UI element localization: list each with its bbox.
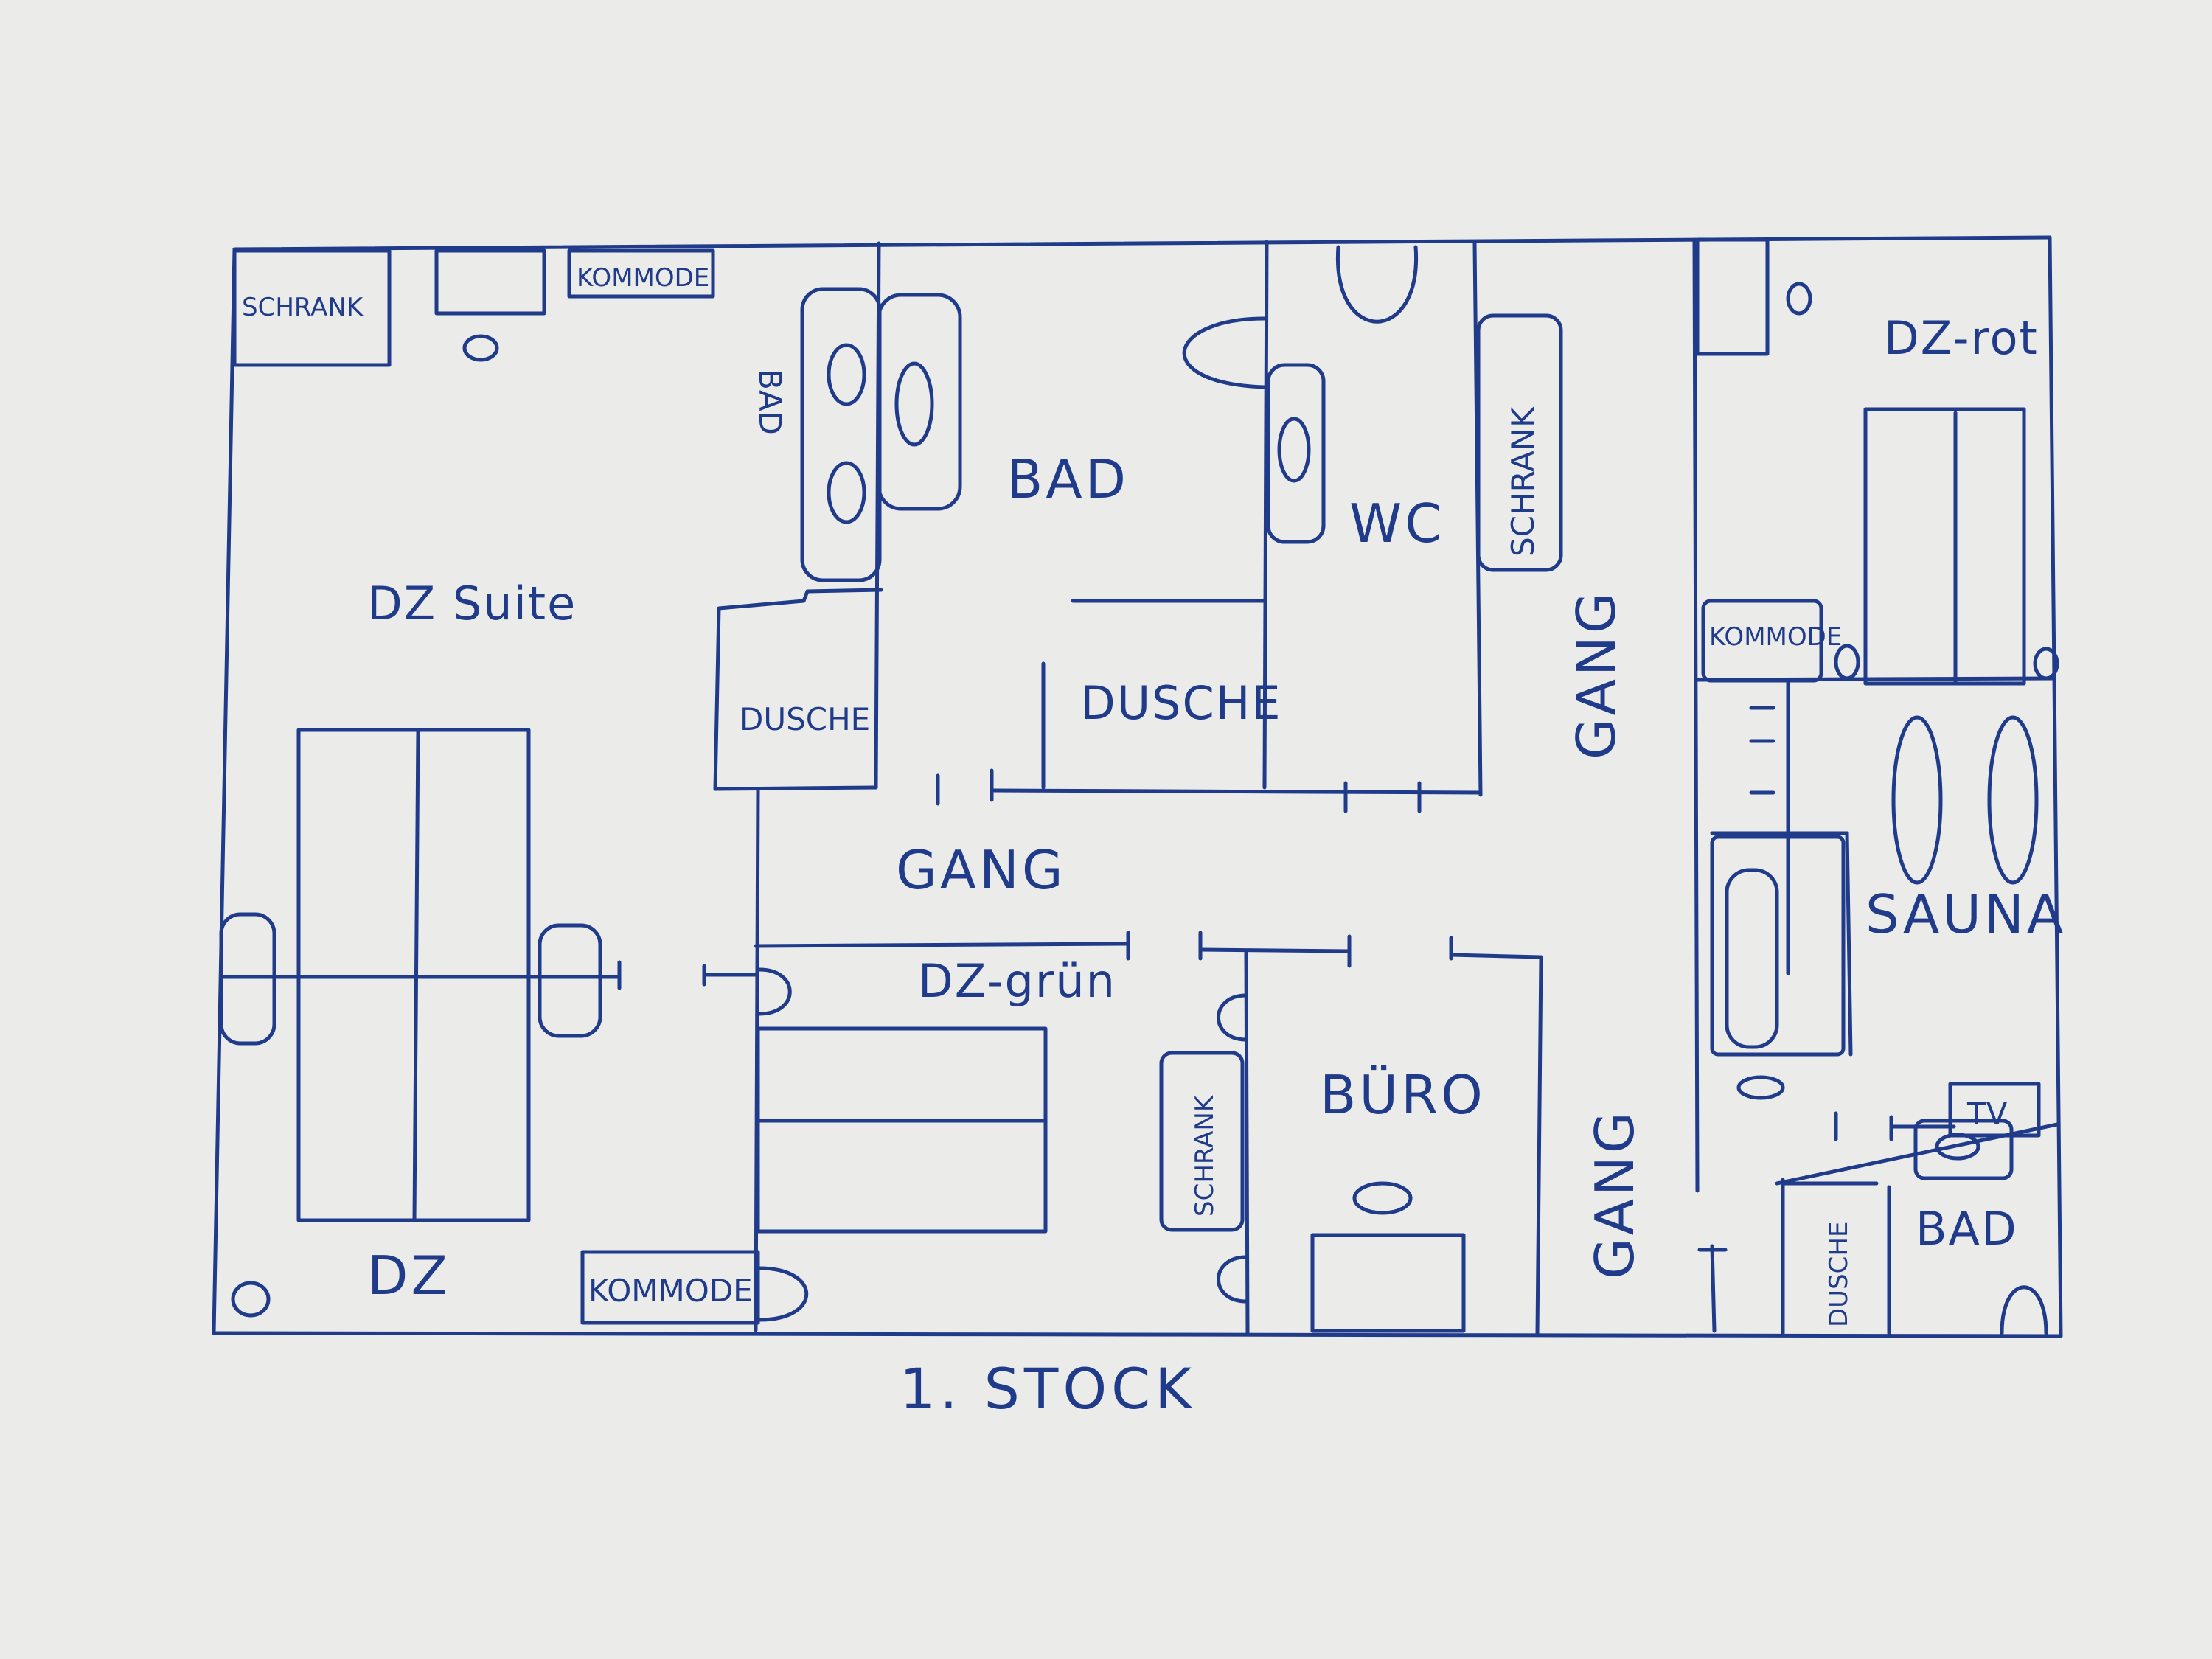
furniture-label-schrank-wc: SCHRANK — [1505, 406, 1541, 557]
room-labels: DZ Suite BAD BAD WC DUSCHE DUSCHE GANG G… — [367, 311, 2066, 1327]
room-label-bad-suite: BAD — [752, 369, 788, 435]
room-label-wc: WC — [1349, 493, 1444, 554]
interior-walls — [219, 237, 2059, 1335]
furniture-label-kommode-rot: KOMMODE — [1709, 622, 1842, 652]
room-label-dusche-left: DUSCHE — [740, 701, 870, 737]
room-label-dz-gruen: DZ-grün — [918, 954, 1116, 1008]
furniture-label-kommode-bottom: KOMMODE — [588, 1273, 753, 1309]
room-label-bad-right: BAD — [1916, 1202, 2018, 1256]
room-label-dusche-mid: DUSCHE — [1080, 676, 1282, 730]
furniture — [219, 237, 2059, 1335]
room-label-dz-rot: DZ-rot — [1884, 311, 2039, 365]
outer-walls — [212, 235, 2063, 1338]
room-label-sauna: SAUNA — [1865, 883, 2066, 945]
furniture-label-kommode-top: KOMMODE — [577, 263, 709, 293]
furniture-label-schrank-topleft: SCHRANK — [242, 293, 364, 322]
room-label-dz: DZ — [367, 1245, 451, 1307]
room-label-gang-vertical-top: GANG — [1565, 589, 1627, 759]
furniture-labels: SCHRANK KOMMODE SCHRANK KOMMODE SCHRANK … — [242, 263, 2008, 1309]
room-label-gang-center: GANG — [896, 839, 1066, 901]
furniture-label-schrank-buero: SCHRANK — [1190, 1094, 1220, 1217]
room-label-dusche-right: DUSCHE — [1824, 1222, 1854, 1327]
room-label-dz-suite: DZ Suite — [367, 577, 577, 630]
room-label-gang-vertical-bottom: GANG — [1584, 1109, 1646, 1279]
room-label-buero: BÜRO — [1320, 1064, 1486, 1126]
furniture-label-tv: TV — [1966, 1096, 2008, 1132]
room-label-bad-main: BAD — [1006, 448, 1129, 510]
floor-title: 1. STOCK — [900, 1356, 1196, 1422]
